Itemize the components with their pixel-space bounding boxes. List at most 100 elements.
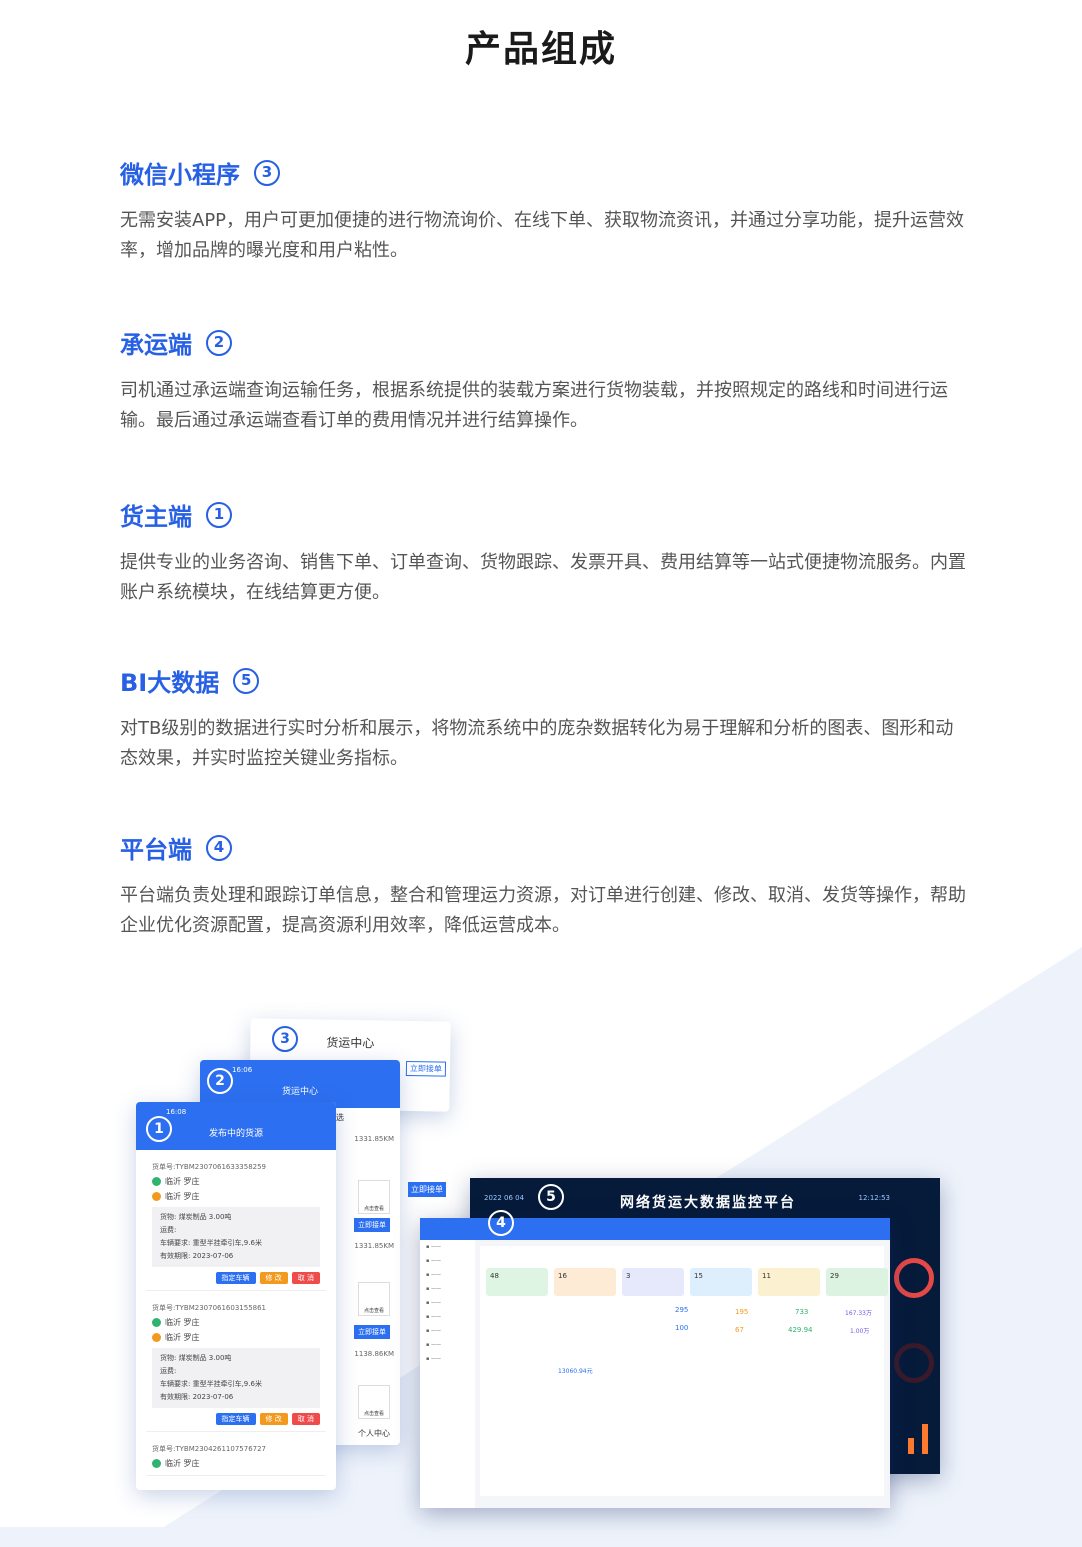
assign-vehicle-button[interactable]: 指定车辆 (215, 1272, 256, 1284)
side-item[interactable]: ▪ —— (426, 1328, 441, 1334)
cargo-fee: 运费: (160, 1226, 177, 1234)
destination-dot (152, 1333, 161, 1342)
section-number: 3 (254, 159, 280, 186)
gauge-ring (894, 1258, 934, 1298)
section-title-text: 货主端 (120, 503, 192, 531)
stat-value: 48 (490, 1272, 499, 1280)
side-item[interactable]: ▪ —— (426, 1314, 441, 1320)
section-desc: 无需安装APP，用户可更加便捷的进行物流询价、在线下单、获取物流资讯，并通过分享… (120, 210, 965, 261)
qr-3[interactable]: 点击查看 (358, 1385, 390, 1419)
cargo-goods: 货物: 煤炭制品 3.00吨 (160, 1213, 232, 1221)
personal-center-tab[interactable]: 个人中心 (358, 1429, 390, 1438)
stat-card[interactable]: 16 (554, 1268, 616, 1296)
section-title: 货主端 1 (120, 497, 970, 532)
order-number: 货单号:TYBM2307061603155861 (152, 1304, 267, 1312)
card-actions: 指定车辆修 改取 消 (152, 1413, 320, 1425)
cargo-date: 有效期限: 2023-07-06 (160, 1393, 234, 1401)
origin: 临沂 罗庄 (152, 1458, 320, 1469)
accept-button-1[interactable]: 立即接单 (354, 1218, 390, 1232)
gauge-ring-2 (894, 1343, 934, 1383)
stat-card[interactable]: 29 (826, 1268, 888, 1296)
section-desc: 司机通过承运端查询运输任务，根据系统提供的装载方案进行货物装载，并按照规定的路线… (120, 380, 948, 431)
badge-3: 3 (272, 1026, 298, 1052)
assign-vehicle-button[interactable]: 指定车辆 (215, 1413, 256, 1425)
edit-button[interactable]: 修 改 (259, 1413, 288, 1425)
section-number: 5 (233, 667, 260, 694)
cargo-date: 有效期限: 2023-07-06 (160, 1252, 234, 1260)
origin: 临沂 罗庄 (152, 1176, 320, 1187)
accept-button[interactable]: 立即接单 (405, 1060, 447, 1077)
cargo-info: 货物: 煤炭制品 3.00吨运费: 车辆要求: 重型半挂牵引车,9.6米有效期限:… (152, 1207, 320, 1267)
stat-card[interactable]: 11 (758, 1268, 820, 1296)
section-desc: 平台端负责处理和跟踪订单信息，整合和管理运力资源，对订单进行创建、修改、取消、发… (120, 885, 966, 936)
qr-1-label: 点击查看 (363, 1206, 384, 1212)
destination-text: 临沂 罗庄 (165, 1192, 200, 1201)
section-number: 2 (206, 329, 232, 356)
section: 货主端 1 提供专业的业务咨询、销售下单、订单查询、货物跟踪、发票开具、费用结算等一… (120, 497, 970, 608)
page-title: 产品组成 (464, 29, 617, 70)
section-number: 4 (206, 834, 232, 861)
stat-card[interactable]: 3 (622, 1268, 684, 1296)
distance-1: 1331.85KM (354, 1135, 394, 1143)
cargo-req: 车辆要求: 重型半挂牵引车,9.6米 (160, 1380, 262, 1388)
section-title-text: BI大数据 (120, 669, 220, 697)
num-c: 195 (735, 1308, 749, 1316)
qr-1[interactable]: 点击查看 (358, 1180, 390, 1214)
cargo-info: 货物: 煤炭制品 3.00吨运费:车辆要求: 重型半挂牵引车,9.6米有效期限:… (152, 1348, 320, 1408)
destination-dot (152, 1192, 161, 1201)
bd-date: 2022 06 04 (484, 1194, 525, 1202)
origin: 临沂 罗庄 (152, 1317, 320, 1328)
stat-card[interactable]: 15 (690, 1268, 752, 1296)
bar-mark-2 (908, 1438, 914, 1454)
origin-text: 临沂 罗庄 (165, 1318, 200, 1327)
num-d: 67 (735, 1326, 744, 1334)
card-actions: 指定车辆修 改取 消 (152, 1272, 320, 1284)
section-desc: 对TB级别的数据进行实时分析和展示，将物流系统中的庞杂数据转化为易于理解和分析的… (120, 718, 954, 769)
origin-dot (152, 1177, 161, 1186)
section-title: BI大数据 5 (120, 663, 970, 698)
origin-dot (152, 1459, 161, 1468)
qr-2[interactable]: 点击查看 (358, 1282, 390, 1316)
section-title: 微信小程序 3 (120, 155, 970, 190)
stat-value: 15 (694, 1272, 703, 1280)
section: BI大数据 5 对TB级别的数据进行实时分析和展示，将物流系统中的庞杂数据转化为易于… (120, 663, 970, 774)
phone2-status: 16:06 (232, 1066, 253, 1074)
section-desc: 提供专业的业务咨询、销售下单、订单查询、货物跟踪、发票开具、费用结算等一站式便捷… (120, 552, 966, 603)
origin-dot (152, 1318, 161, 1327)
badge-1: 1 (146, 1116, 172, 1142)
accept-button-2[interactable]: 立即接单 (354, 1325, 390, 1339)
edit-button[interactable]: 修 改 (259, 1272, 288, 1284)
admin-content: 48 16 3 15 11 29 295 100 195 67 733 429.… (480, 1246, 888, 1496)
section-number: 1 (206, 501, 232, 528)
section-title-text: 平台端 (120, 836, 192, 864)
cargo-req: 车辆要求: 重型半挂牵引车,9.6米 (160, 1239, 262, 1247)
side-item[interactable]: ▪ —— (426, 1244, 441, 1250)
bar-mark-1 (922, 1424, 928, 1454)
stat-card[interactable]: 48 (486, 1268, 548, 1296)
section-title-text: 承运端 (120, 331, 192, 359)
side-item[interactable]: ▪ —— (426, 1300, 441, 1306)
order-number: 货单号:TYBM2307061633358259 (152, 1163, 267, 1171)
cancel-button[interactable]: 取 消 (291, 1413, 320, 1425)
num-e: 733 (795, 1308, 809, 1316)
side-item[interactable]: ▪ —— (426, 1342, 441, 1348)
section: 微信小程序 3 无需安装APP，用户可更加便捷的进行物流询价、在线下单、获取物流资讯… (120, 155, 970, 266)
section: 平台端 4 平台端负责处理和跟踪订单信息，整合和管理运力资源，对订单进行创建、修改、… (120, 830, 970, 941)
side-item[interactable]: ▪ —— (426, 1272, 441, 1278)
side-item[interactable]: ▪ —— (426, 1286, 441, 1292)
accept-button-side[interactable]: 立即接单 (408, 1182, 446, 1197)
filter-button[interactable]: 筛选 (328, 1113, 344, 1122)
side-item[interactable]: ▪ —— (426, 1356, 441, 1362)
cancel-button[interactable]: 取 消 (291, 1272, 320, 1284)
destination: 临沂 罗庄 (152, 1332, 320, 1343)
num-a: 295 (675, 1306, 689, 1314)
side-item[interactable]: ▪ —— (426, 1258, 441, 1264)
badge-2: 2 (207, 1068, 233, 1094)
destination: 临沂 罗庄 (152, 1191, 320, 1202)
product-illustration: 货运中心 立即接单 3 16:06 货运中心 筛选 1331.85KM 点击查看… (0, 920, 1082, 1547)
section-title-text: 微信小程序 (120, 161, 240, 189)
